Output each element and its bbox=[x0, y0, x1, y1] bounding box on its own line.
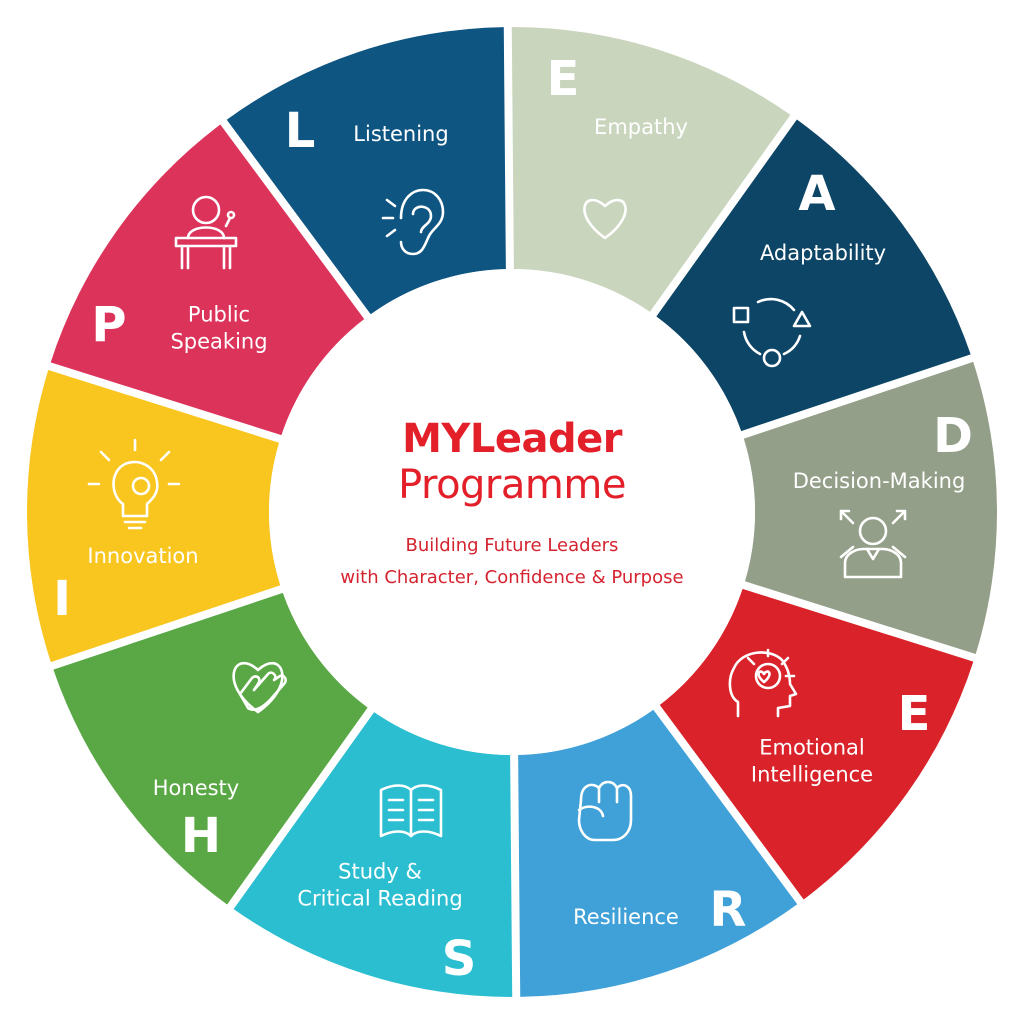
segment-label: Public bbox=[188, 303, 250, 327]
segment-label: Resilience bbox=[573, 905, 679, 929]
segment-label: Listening bbox=[353, 122, 448, 146]
segment-letter: H bbox=[181, 808, 221, 864]
segment-2: D Decision-Making bbox=[743, 361, 997, 655]
segment-shape bbox=[233, 712, 513, 997]
title-myleader: MYLeader bbox=[402, 416, 622, 462]
title-programme: Programme bbox=[398, 462, 626, 508]
segment-5: S Study & Critical Reading bbox=[233, 712, 513, 997]
segment-shape bbox=[743, 361, 997, 655]
segment-6: H Honesty bbox=[53, 592, 368, 905]
heart-hand-icon bbox=[232, 662, 287, 714]
segment-label: Emotional bbox=[759, 736, 865, 760]
segment-shape bbox=[656, 119, 971, 432]
segment-label: Innovation bbox=[87, 544, 198, 568]
segment-shape bbox=[659, 588, 974, 900]
segment-letter: P bbox=[91, 297, 126, 353]
podium-icon bbox=[174, 195, 238, 270]
cycle-icon bbox=[732, 297, 812, 368]
segment-label: Intelligence bbox=[751, 763, 873, 787]
segment-7: I Innovation bbox=[27, 369, 281, 663]
segment-label: Adaptability bbox=[760, 241, 886, 265]
segment-label: Honesty bbox=[153, 776, 239, 800]
segment-shape bbox=[50, 124, 365, 436]
fist-icon bbox=[577, 780, 633, 842]
head-lightbulb-icon bbox=[728, 648, 798, 718]
subtitle-line-2: with Character, Confidence & Purpose bbox=[340, 567, 684, 588]
person-arrows-icon bbox=[839, 509, 907, 579]
center-text: MYLeader Programme Building Future Leade… bbox=[312, 416, 712, 594]
segment-letter: D bbox=[933, 408, 973, 464]
book-icon bbox=[379, 784, 443, 838]
segment-1: A Adaptability bbox=[656, 119, 971, 432]
ear-icon bbox=[381, 188, 445, 256]
segment-letter: A bbox=[798, 166, 835, 222]
segment-label: Study & bbox=[338, 860, 422, 884]
lightbulb-gear-icon bbox=[87, 438, 181, 530]
segment-letter: I bbox=[53, 571, 71, 627]
segment-shape bbox=[511, 27, 791, 312]
segment-9: L Listening bbox=[226, 27, 506, 315]
segment-label: Empathy bbox=[594, 115, 688, 139]
segment-letter: E bbox=[547, 51, 580, 107]
segment-shape bbox=[53, 592, 368, 905]
subtitle-line-1: Building Future Leaders bbox=[405, 535, 619, 556]
segment-shape bbox=[518, 709, 798, 997]
segment-0: E Empathy bbox=[511, 27, 791, 312]
segment-letter: S bbox=[442, 931, 477, 987]
segment-label: Critical Reading bbox=[297, 887, 462, 911]
heart-icon bbox=[583, 198, 627, 240]
segment-shape bbox=[27, 369, 281, 663]
center-circle bbox=[269, 269, 755, 755]
segment-shape bbox=[226, 27, 506, 315]
segment-letter: L bbox=[285, 103, 316, 159]
segment-label: Speaking bbox=[170, 330, 267, 354]
segment-letter: R bbox=[710, 882, 747, 938]
segment-4: R Resilience bbox=[518, 709, 798, 997]
segment-letter: E bbox=[898, 686, 931, 742]
segment-label: Decision-Making bbox=[793, 469, 966, 493]
